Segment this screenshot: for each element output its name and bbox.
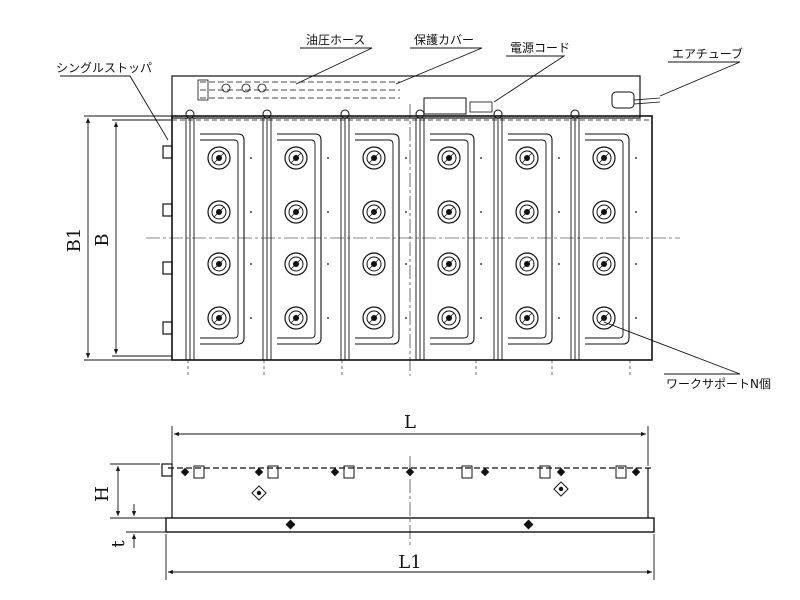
work-support [437, 200, 461, 224]
callout-oil-hose: 油圧ホース [306, 33, 365, 47]
work-support [437, 146, 461, 170]
callout-air-tube: エアチューブ [672, 46, 743, 61]
work-support [207, 306, 231, 330]
bolt-icon [493, 109, 503, 119]
dim-b-label: B [92, 233, 113, 246]
top-view [146, 75, 680, 376]
top-view-dimensions [84, 115, 172, 361]
work-support-modules [185, 109, 637, 360]
work-support [515, 200, 539, 224]
dim-t-label: t [108, 540, 129, 548]
work-support [284, 200, 308, 224]
side-view-dimensions [110, 426, 655, 580]
work-support [437, 306, 461, 330]
bolt-icon [185, 109, 195, 119]
dim-b1-label: B1 [64, 228, 85, 253]
callout-protective-cover: 保護カバー [414, 32, 474, 47]
callout-single-stopper: シングルストッパ [56, 61, 152, 75]
power-cord-box [423, 97, 467, 115]
work-support [207, 252, 231, 276]
protective-cover-outline [171, 75, 641, 119]
bolt-icon [570, 109, 580, 119]
work-support-module [493, 109, 560, 360]
work-support [592, 252, 616, 276]
work-support [362, 252, 386, 276]
work-support [284, 146, 308, 170]
callout-power-cord: 電源コード [510, 41, 570, 55]
work-support [207, 200, 231, 224]
work-support [437, 252, 461, 276]
work-support [362, 146, 386, 170]
bolt-icon [262, 109, 272, 119]
side-view-markers [180, 467, 641, 530]
work-support-module [262, 109, 329, 360]
dim-h-label: H [92, 486, 113, 502]
bolt-icon [340, 109, 350, 119]
dim-l-label: L [404, 412, 416, 433]
work-support [362, 200, 386, 224]
side-view [161, 456, 655, 546]
work-support [362, 306, 386, 330]
side-stopper [161, 463, 173, 477]
work-support-module [185, 109, 252, 360]
work-support [207, 146, 231, 170]
single-stoppers [162, 145, 173, 335]
work-support [284, 252, 308, 276]
bolt-icon [415, 109, 425, 119]
callout-leaders [60, 47, 741, 375]
work-support-module [340, 109, 407, 360]
work-support [515, 306, 539, 330]
work-support [515, 252, 539, 276]
work-support-module [570, 109, 637, 360]
work-support [592, 306, 616, 330]
work-support [284, 306, 308, 330]
work-support [592, 200, 616, 224]
air-tube-fitting [611, 91, 635, 109]
work-support-module [415, 109, 482, 360]
work-support [515, 146, 539, 170]
callout-work-support: ワークサポートN個 [666, 377, 771, 391]
dim-l1-label: L1 [398, 552, 421, 573]
work-support [592, 146, 616, 170]
